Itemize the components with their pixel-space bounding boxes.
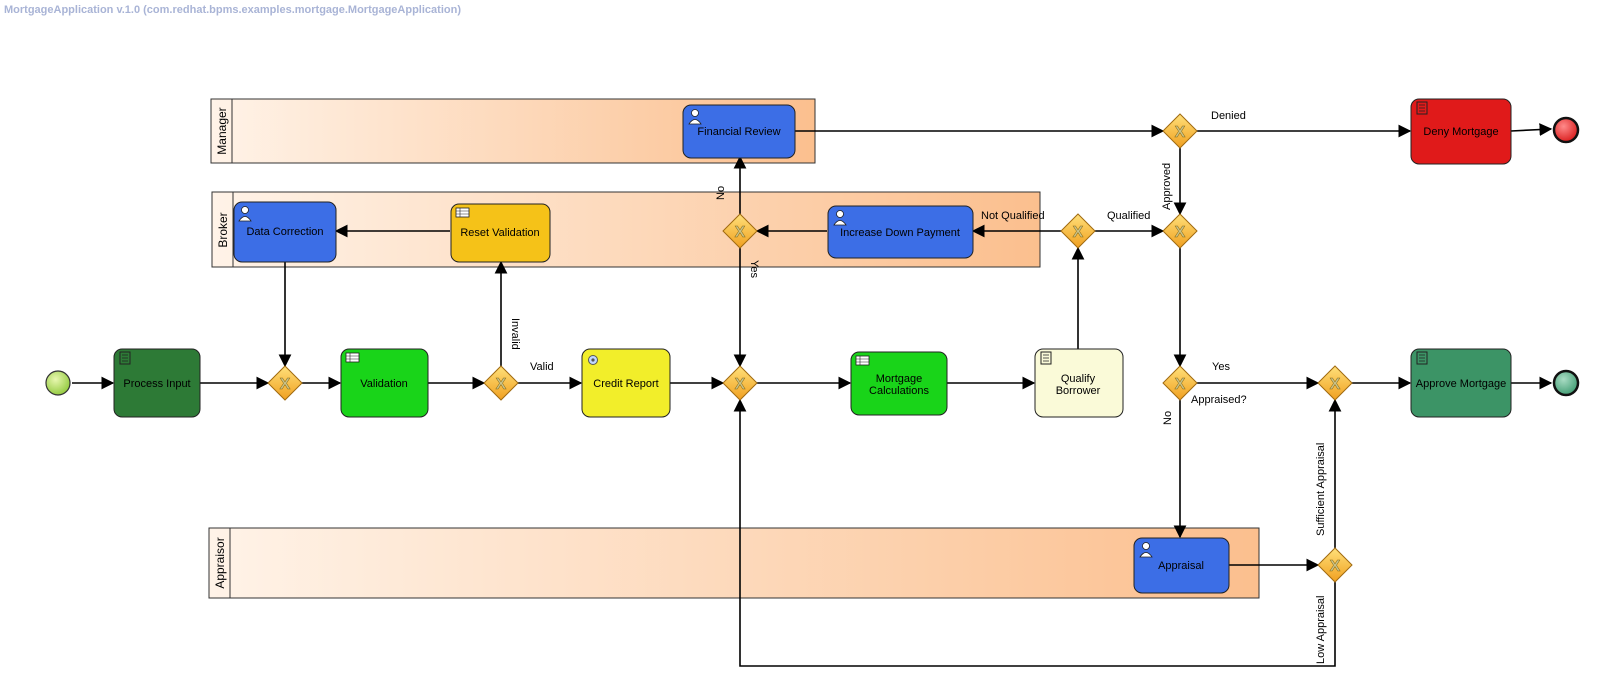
gateway-marker: X (1330, 376, 1341, 393)
gateway-marker: X (280, 376, 291, 393)
user-icon (833, 210, 847, 226)
gateway-merge-credit[interactable]: X (722, 365, 758, 401)
gateway-marker: X (1175, 376, 1186, 393)
gateway-merge-qualified[interactable]: X (1162, 213, 1198, 249)
flow-label-no-appraised: No (1162, 411, 1174, 425)
gateway-marker: X (1330, 558, 1341, 575)
flow-label-yes-financial: Yes (748, 260, 760, 278)
task-mortgage-calculations[interactable]: Mortgage Calculations (850, 351, 948, 416)
flow-label-appraised-question: Appraised? (1191, 394, 1247, 406)
task-label: Increase Down Payment (840, 227, 960, 239)
task-label-line2: Calculations (869, 385, 929, 397)
task-appraisal[interactable]: Appraisal (1133, 537, 1230, 594)
sequence-flows (72, 123, 1553, 667)
flow-labels: Valid Invalid No Yes Not Qualified Quali… (509, 110, 1327, 664)
gateway-appraised-check[interactable]: X (1162, 365, 1198, 401)
user-icon (1139, 542, 1153, 558)
task-label-line2: Borrower (1056, 385, 1101, 397)
task-label-line1: Mortgage (876, 373, 922, 385)
gateway-approval-check[interactable]: X (1162, 113, 1198, 149)
page-title: MortgageApplication v.1.0 (com.redhat.bp… (4, 4, 461, 16)
gateway-appraisal-check[interactable]: X (1317, 547, 1353, 583)
business-rule-icon (455, 207, 470, 218)
lane-label-manager: Manager (215, 107, 229, 154)
business-rule-icon (345, 352, 360, 363)
start-event[interactable] (45, 370, 71, 396)
lane-label-appraisor: Appraisor (213, 537, 227, 588)
gateway-marker: X (1175, 224, 1186, 241)
end-event-approved[interactable] (1552, 369, 1580, 397)
gateway-valid-check[interactable]: X (483, 365, 519, 401)
task-label: Credit Report (593, 378, 658, 390)
gateways: X X X X X X X X (267, 113, 1353, 583)
task-credit-report[interactable]: Credit Report (581, 348, 671, 418)
task-label: Reset Validation (460, 227, 539, 239)
task-label: Data Correction (246, 226, 323, 238)
flow-label-not-qualified: Not Qualified (981, 210, 1045, 222)
business-rule-icon (855, 355, 870, 366)
flow-label-approved: Approved (1161, 163, 1173, 210)
flow-label-no-financial: No (715, 186, 727, 200)
script-icon (119, 351, 131, 365)
gateway-merge-validation[interactable]: X (267, 365, 303, 401)
flow-label-sufficient-appraisal: Sufficient Appraisal (1315, 443, 1327, 536)
flow-label-yes-appraised: Yes (1212, 361, 1230, 373)
service-icon (588, 355, 598, 365)
lane-appraisor: Appraisor (208, 527, 1260, 599)
script-icon (1040, 351, 1052, 365)
flow-label-denied: Denied (1211, 110, 1246, 122)
end-event-denied[interactable] (1552, 116, 1580, 144)
task-label: Deny Mortgage (1423, 126, 1498, 138)
gateway-merge-approval[interactable]: X (1317, 365, 1353, 401)
task-financial-review[interactable]: Financial Review (682, 104, 796, 159)
task-label: Appraisal (1158, 560, 1204, 572)
user-icon (688, 109, 702, 125)
gateway-marker: X (1175, 124, 1186, 141)
task-qualify-borrower[interactable]: Qualify Borrower (1034, 348, 1124, 418)
flow-label-invalid: Invalid (509, 318, 521, 350)
gateway-marker: X (496, 376, 507, 393)
gateway-financial-review-check[interactable]: X (722, 213, 758, 249)
task-label-line1: Qualify (1061, 373, 1096, 385)
flow-label-valid: Valid (530, 361, 554, 373)
task-label: Validation (360, 378, 408, 390)
task-label: Approve Mortgage (1416, 378, 1507, 390)
task-deny-mortgage[interactable]: Deny Mortgage (1410, 98, 1512, 165)
script-icon (1416, 351, 1428, 365)
script-icon (1416, 101, 1428, 115)
flow-low-appraisal (733, 398, 1336, 667)
gateway-marker: X (735, 376, 746, 393)
task-label: Process Input (123, 378, 190, 390)
gateway-marker: X (1073, 224, 1084, 241)
task-label: Financial Review (697, 126, 780, 138)
task-validation[interactable]: Validation (340, 348, 429, 418)
lane-label-broker: Broker (216, 212, 230, 247)
user-icon (238, 206, 252, 222)
gateway-marker: X (735, 224, 746, 241)
task-data-correction[interactable]: Data Correction (233, 201, 337, 263)
flow-deny-to-end (1510, 123, 1553, 136)
task-process-input[interactable]: Process Input (113, 348, 201, 418)
task-increase-down-payment[interactable]: Increase Down Payment (827, 205, 974, 259)
gateway-qualified-check[interactable]: X (1060, 213, 1096, 249)
flow-label-qualified: Qualified (1107, 210, 1150, 222)
task-reset-validation[interactable]: Reset Validation (450, 203, 551, 263)
task-approve-mortgage[interactable]: Approve Mortgage (1410, 348, 1512, 418)
flow-label-low-appraisal: Low Appraisal (1315, 596, 1327, 665)
